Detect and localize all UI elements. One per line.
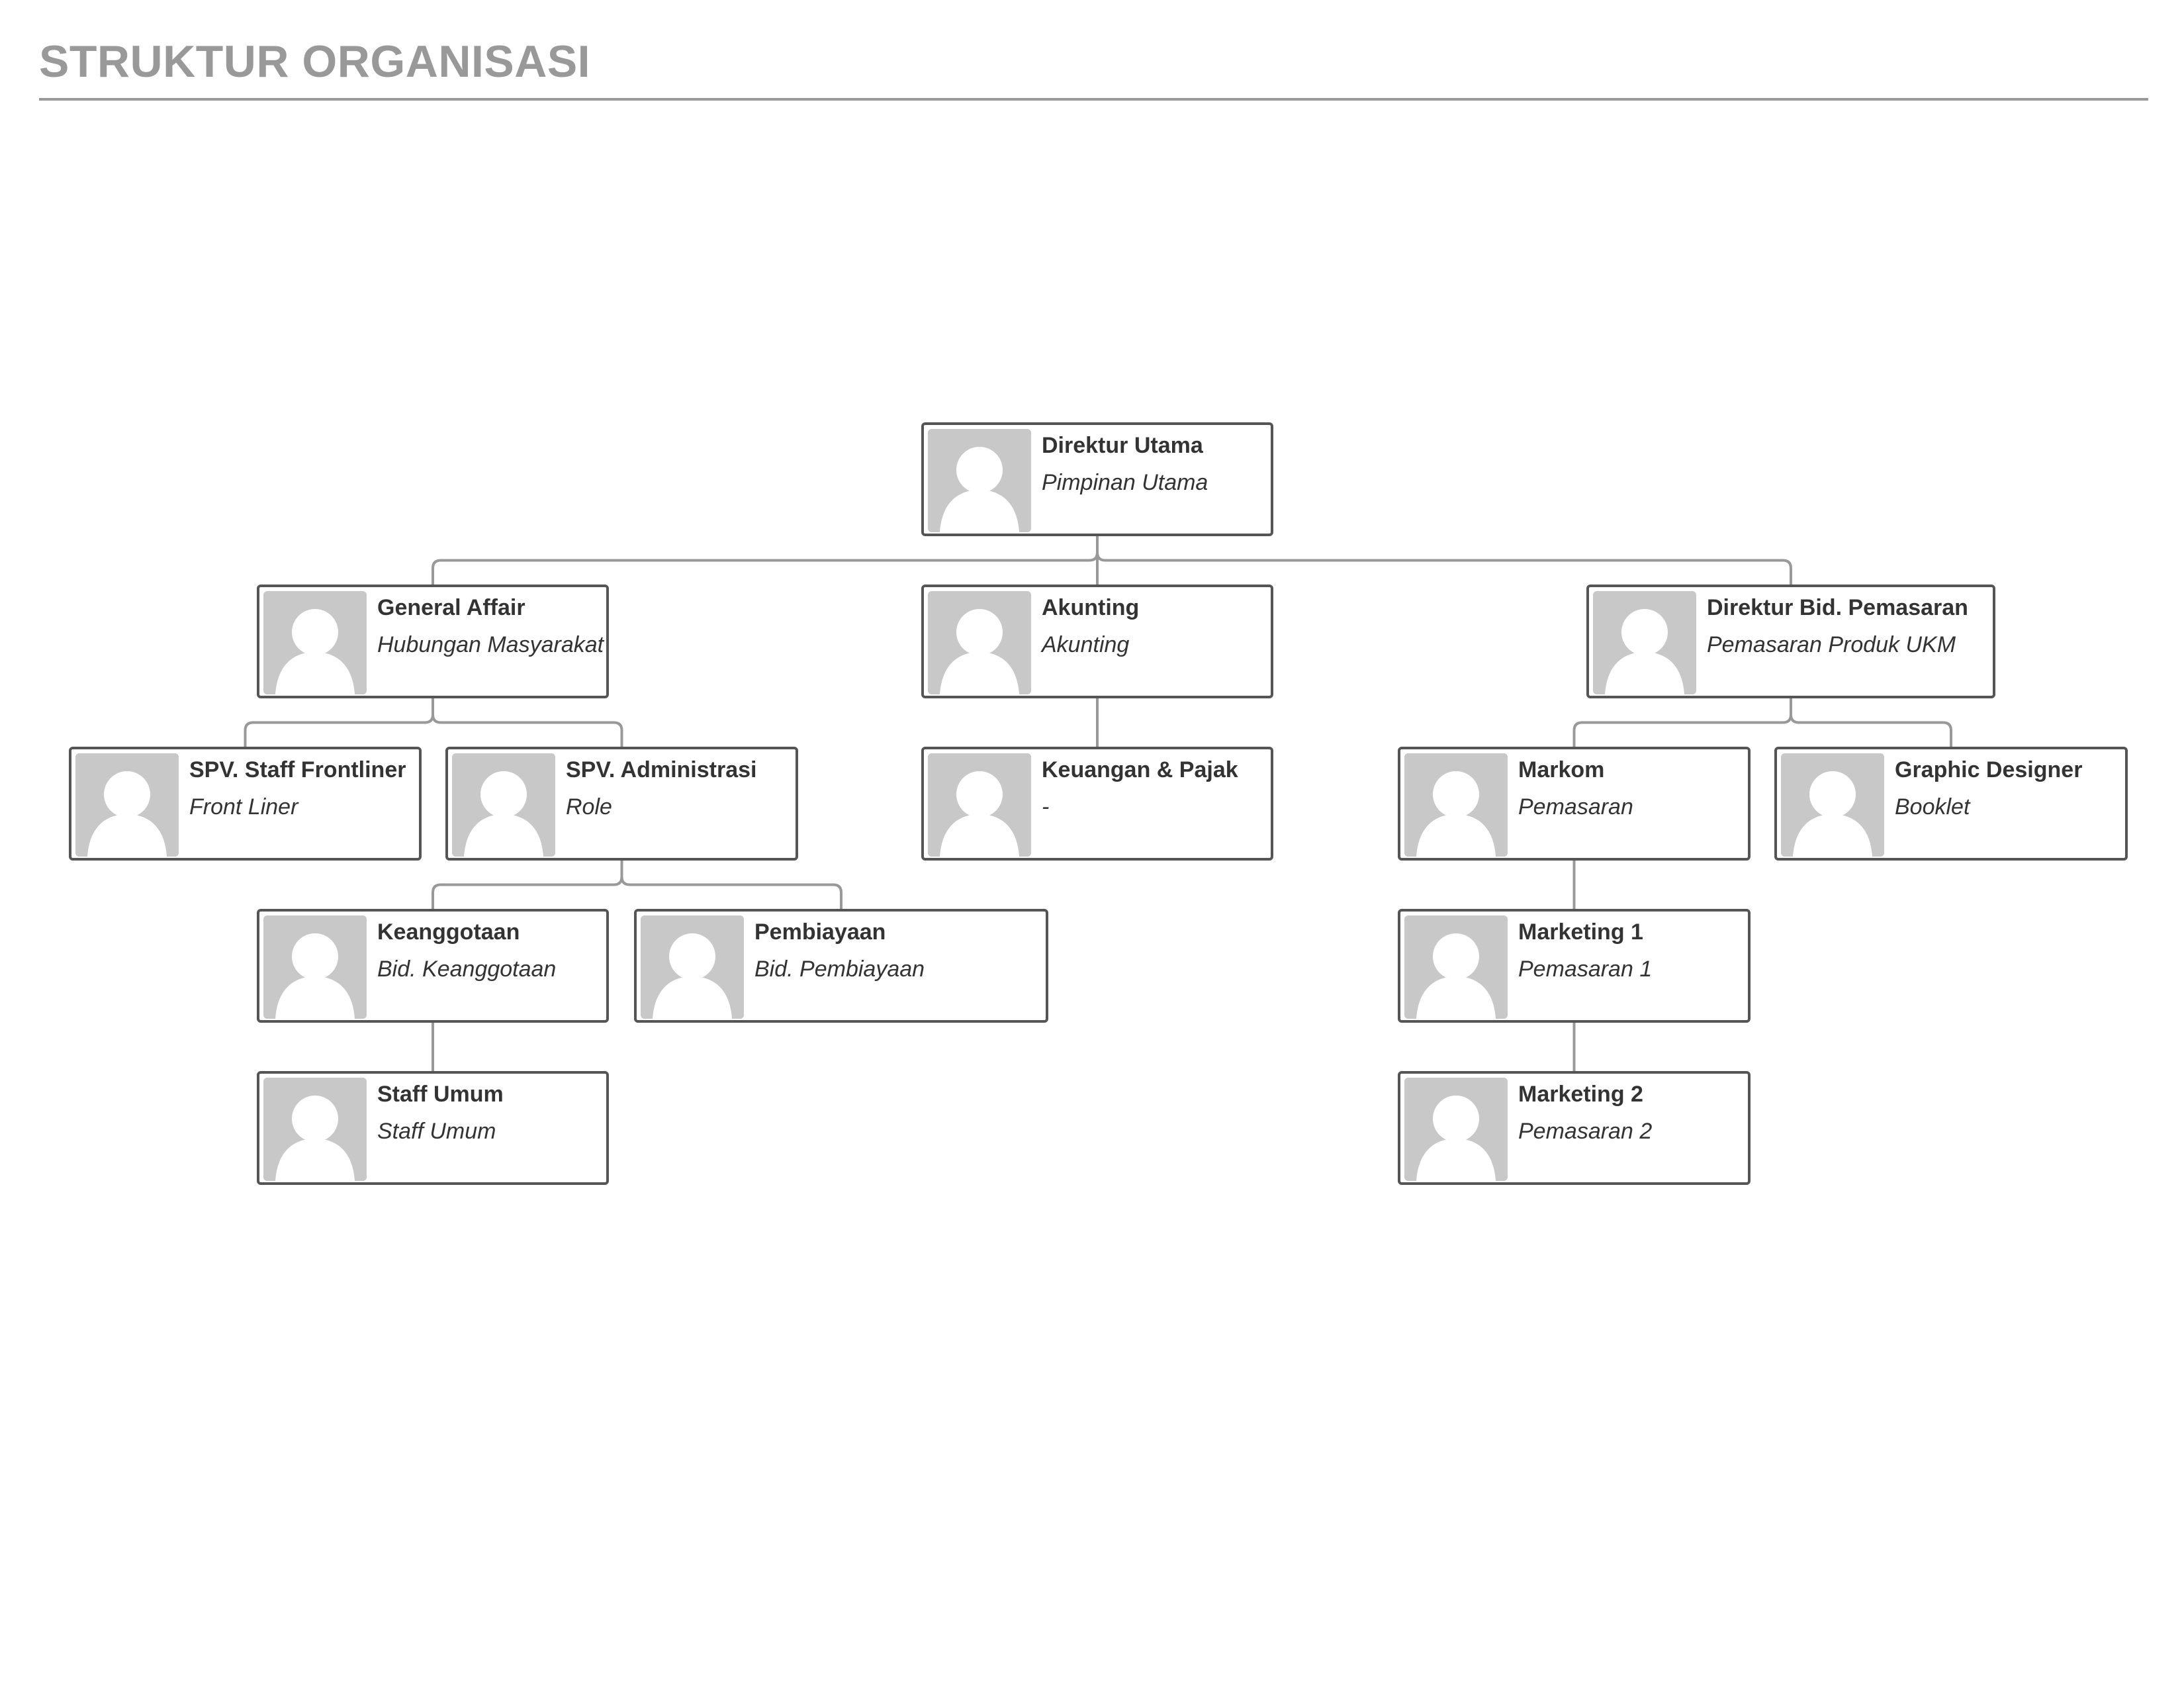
avatar-placeholder-icon (928, 753, 1031, 857)
card-name: Direktur Utama (1042, 433, 1203, 458)
card-role: Bid. Keanggotaan (377, 957, 557, 982)
card-role: Hubungan Masyarakat (377, 632, 604, 657)
card-name: Akunting (1042, 595, 1140, 620)
card-name: SPV. Administrasi (566, 757, 757, 782)
avatar-placeholder-icon (75, 753, 179, 857)
card-name: Graphic Designer (1895, 757, 2083, 782)
card-role: Pemasaran Produk UKM (1707, 632, 1956, 657)
card-name: Marketing 1 (1518, 919, 1643, 945)
card-role: Pemasaran 2 (1518, 1119, 1653, 1144)
card-name: General Affair (377, 595, 525, 620)
avatar-placeholder-icon (263, 1078, 367, 1181)
card-role: Bid. Pembiayaan (754, 957, 925, 982)
card-name: Marketing 2 (1518, 1082, 1643, 1107)
title-divider (39, 98, 2148, 101)
org-card-marketing-2[interactable]: Marketing 2 Pemasaran 2 (1398, 1071, 1751, 1185)
avatar-placeholder-icon (641, 915, 744, 1019)
connector-direktur-bid-pemasaran-to-graphic-designer (1790, 698, 1952, 747)
card-role: Role (566, 794, 612, 820)
connector-direktur-bid-pemasaran-to-markom (1572, 698, 1792, 747)
avatar-placeholder-icon (928, 591, 1031, 694)
card-name: Markom (1518, 757, 1605, 782)
avatar-placeholder-icon (452, 753, 555, 857)
card-name: Staff Umum (377, 1082, 504, 1107)
avatar-placeholder-icon (263, 591, 367, 694)
org-card-marketing-1[interactable]: Marketing 1 Pemasaran 1 (1398, 909, 1751, 1023)
connector-spv-administrasi-to-keanggotaan (432, 861, 623, 909)
connector-direktur-utama-to-direktur-bid-pemasaran (1096, 536, 1792, 585)
connector-general-affair-to-spv-staff-frontliner (244, 698, 434, 747)
avatar-placeholder-icon (1593, 591, 1696, 694)
connector-general-affair-to-spv-administrasi (432, 698, 623, 747)
card-role: Front Liner (189, 794, 298, 820)
card-name: SPV. Staff Frontliner (189, 757, 406, 782)
page-title: STRUKTUR ORGANISASI (39, 36, 591, 87)
card-role: - (1042, 794, 1050, 820)
card-name: Keuangan & Pajak (1042, 757, 1238, 782)
avatar-placeholder-icon (1404, 1078, 1508, 1181)
card-role: Staff Umum (377, 1119, 496, 1144)
avatar-placeholder-icon (1781, 753, 1884, 857)
connector-spv-administrasi-to-pembiayaan (620, 861, 842, 909)
avatar-placeholder-icon (263, 915, 367, 1019)
org-card-keuangan-pajak[interactable]: Keuangan & Pajak - (921, 747, 1273, 861)
card-role: Pemasaran 1 (1518, 957, 1653, 982)
card-role: Pimpinan Utama (1042, 470, 1208, 495)
avatar-placeholder-icon (928, 429, 1031, 532)
connector-direktur-utama-to-general-affair (432, 536, 1099, 585)
card-name: Direktur Bid. Pemasaran (1707, 595, 1968, 620)
avatar-placeholder-icon (1404, 915, 1508, 1019)
card-role: Akunting (1042, 632, 1130, 657)
card-name: Pembiayaan (754, 919, 886, 945)
card-role: Booklet (1895, 794, 1970, 820)
avatar-placeholder-icon (1404, 753, 1508, 857)
card-name: Keanggotaan (377, 919, 520, 945)
card-role: Pemasaran (1518, 794, 1633, 820)
